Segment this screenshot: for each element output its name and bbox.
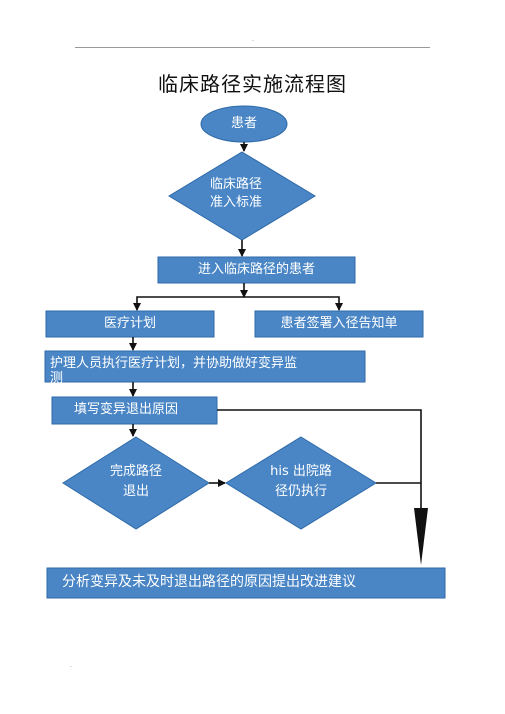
entry-criteria-label: 临床路径 准入标准 <box>210 177 263 210</box>
medical-plan-node <box>45 310 215 338</box>
header-mark: . <box>252 36 254 43</box>
enrolled-patient-node <box>157 256 356 284</box>
his-discharge-label: his 出院路 径仍执行 <box>270 464 332 499</box>
patient-label: 患者 <box>230 116 257 131</box>
nursing-execution-label: 护理人员执行医疗计划，并协助做好变异监 测 <box>50 356 298 386</box>
medical-plan-label: 医疗计划 <box>103 316 156 331</box>
connector-variance-to-right <box>217 409 422 510</box>
nursing-execution-node <box>44 350 366 383</box>
header-rule <box>75 47 430 48</box>
his-discharge-decision <box>225 436 377 530</box>
informed-consent-label: 患者签署入径告知单 <box>280 316 398 331</box>
informed-consent-node <box>254 310 424 338</box>
complete-path-decision <box>62 436 210 530</box>
analysis-label: 分析变异及未及时退出路径的原因提出改进建议 <box>62 574 356 590</box>
enrolled-patient-label: 进入临床路径的患者 <box>197 262 315 277</box>
analysis-node <box>46 567 446 599</box>
connector-split <box>136 296 340 309</box>
arrowhead-to-analysis <box>414 508 428 565</box>
complete-path-label: 完成路径 退出 <box>109 464 162 499</box>
footer-mark: . <box>70 662 72 669</box>
variance-form-label: 填写变异退出原因 <box>74 402 179 417</box>
page-title: 临床路径实施流程图 <box>158 72 347 96</box>
